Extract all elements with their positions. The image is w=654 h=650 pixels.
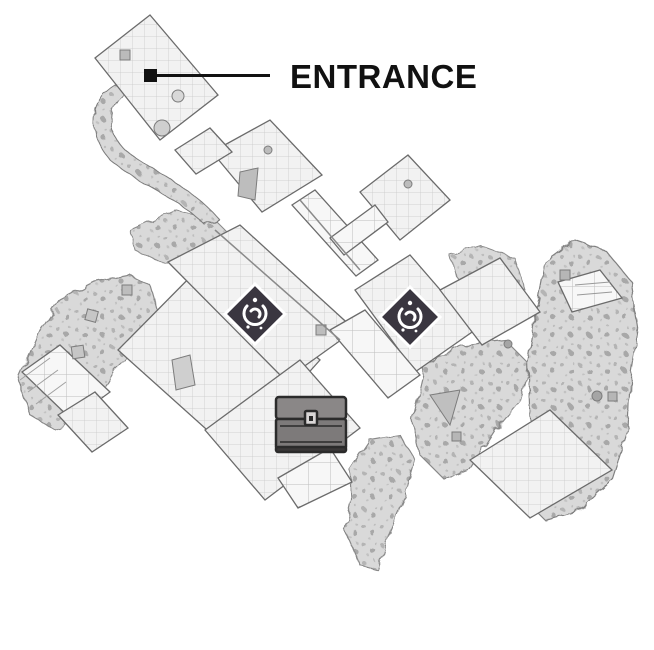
square-pin-icon[interactable] bbox=[144, 69, 157, 82]
south-bottom-room bbox=[277, 447, 353, 509]
southwest-room bbox=[56, 391, 129, 453]
portal-swirl-icon bbox=[397, 300, 423, 333]
treasure-chest-icon bbox=[274, 395, 348, 454]
east-terrace bbox=[557, 269, 624, 313]
waypoint-marker-west[interactable] bbox=[222, 281, 288, 347]
east-long-corridor bbox=[439, 257, 541, 346]
entrance-label: ENTRANCE bbox=[290, 58, 477, 95]
treasure-chest-marker[interactable] bbox=[274, 395, 348, 454]
southeast-room bbox=[468, 409, 614, 519]
entrance-bridge bbox=[93, 84, 221, 226]
rooms bbox=[20, 14, 624, 519]
entrance-callout: ENTRANCE bbox=[144, 58, 477, 95]
north-connector-room bbox=[174, 127, 234, 175]
map-details bbox=[19, 49, 618, 442]
portal-swirl-icon bbox=[242, 297, 268, 330]
fountain-icon bbox=[153, 119, 171, 137]
waypoint-marker-east[interactable] bbox=[377, 284, 443, 350]
south-cave-passage bbox=[344, 434, 416, 571]
central-cave bbox=[411, 339, 531, 481]
east-corridor bbox=[329, 204, 389, 256]
middle-corridor bbox=[328, 309, 421, 399]
northeast-corridor bbox=[291, 189, 379, 277]
